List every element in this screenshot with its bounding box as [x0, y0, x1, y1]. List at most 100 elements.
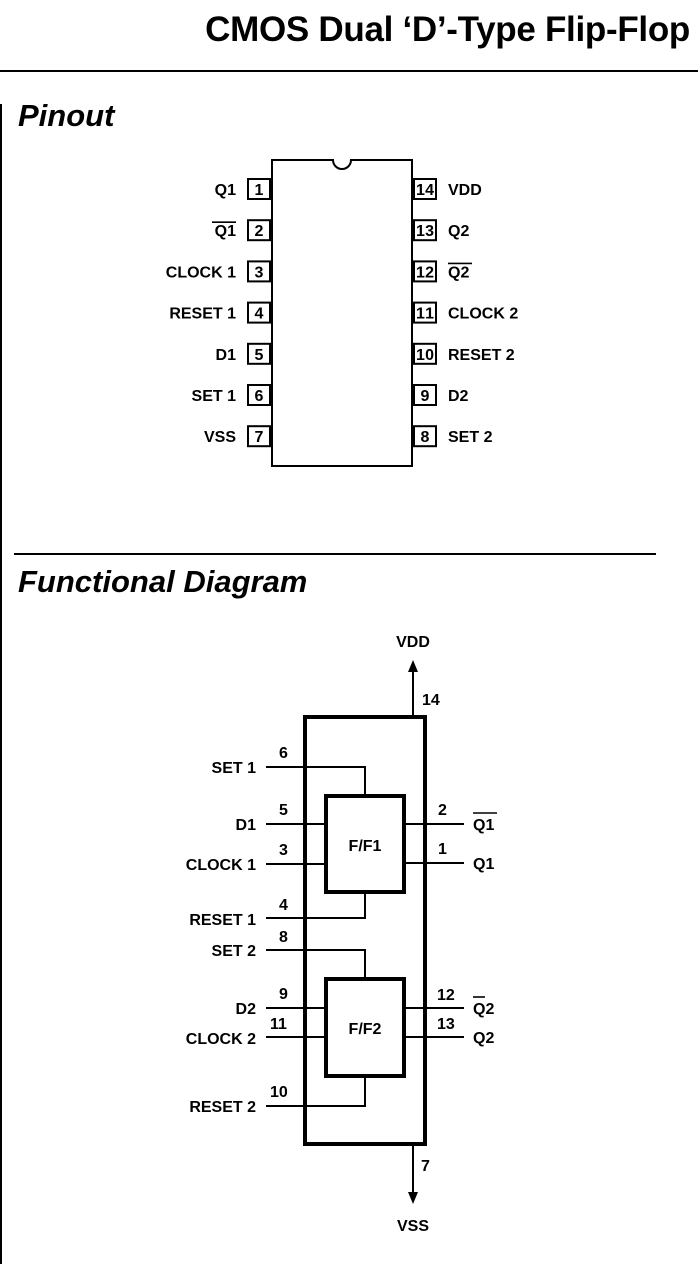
pin-number: 10 — [416, 347, 434, 364]
ff1-set-pin-number: 6 — [279, 745, 288, 762]
pin-number: 7 — [255, 429, 264, 446]
pin-box — [247, 219, 271, 242]
pin-label: SET 2 — [448, 429, 493, 446]
pin-label: RESET 2 — [448, 347, 515, 364]
ff1-reset-label: RESET 1 — [189, 912, 256, 929]
pin-label: Q2 — [448, 264, 469, 281]
ff1-set-label: SET 1 — [212, 760, 257, 777]
pin-14: 14 VDD — [413, 178, 482, 200]
pin-label: Q1 — [215, 182, 236, 199]
ic-package-outline — [271, 159, 413, 467]
pin-number: 13 — [416, 223, 434, 240]
pin-box — [247, 178, 271, 200]
pin-label: D2 — [448, 388, 469, 405]
pin-7: 7 VSS — [204, 425, 271, 448]
pin-9: 9 D2 — [413, 384, 469, 406]
pin-label: VDD — [448, 182, 482, 199]
pin-box — [413, 178, 437, 200]
pin-box — [413, 342, 437, 365]
ff1-qbar-label: Q1 — [473, 817, 494, 834]
ff2-qbar-label: Q2 — [473, 1001, 494, 1018]
pin-label: Q1 — [215, 223, 236, 240]
pin-label: RESET 1 — [169, 306, 236, 323]
ff2-set-wire — [266, 949, 366, 979]
pin-label: SET 1 — [192, 388, 237, 405]
vdd-label: VDD — [396, 634, 430, 651]
left-border — [0, 104, 2, 1264]
ff1-q-label: Q1 — [473, 856, 494, 873]
ff1-d-label: D1 — [236, 817, 257, 834]
ff1-d-pin-number: 5 — [279, 802, 288, 819]
ff1-clock-label: CLOCK 1 — [186, 857, 256, 874]
pin-6: 6 SET 1 — [192, 384, 271, 406]
ff2-label: F/F2 — [349, 1021, 382, 1038]
pin-label: Q2 — [448, 223, 469, 240]
page-title: CMOS Dual ‘D’-Type Flip-Flop — [205, 10, 690, 49]
vss-arrow-icon — [408, 1192, 418, 1204]
pin-number: 5 — [255, 347, 264, 364]
pin-box — [247, 301, 271, 324]
pin-box — [247, 342, 271, 365]
ff2-clock-label: CLOCK 2 — [186, 1031, 256, 1048]
pinout-heading: Pinout — [18, 98, 115, 133]
top-rule — [0, 70, 698, 72]
ff2-q-pin-number: 13 — [437, 1016, 455, 1033]
ff2-d-pin-number: 9 — [279, 986, 288, 1003]
pin-box — [247, 425, 271, 448]
pin-box — [247, 384, 271, 406]
pin-label: CLOCK 1 — [166, 264, 236, 281]
pin-number: 6 — [255, 388, 264, 405]
vss-label: VSS — [397, 1218, 429, 1235]
chip-outline — [303, 715, 427, 1146]
pin-number: 8 — [421, 429, 430, 446]
ff1-reset-pin-number: 4 — [279, 897, 288, 914]
pin-box — [247, 260, 271, 283]
pin-box — [413, 301, 437, 324]
pin-5: 5 D1 — [216, 342, 271, 365]
pin-4: 4 RESET 1 — [169, 301, 271, 324]
pin-1: 1 Q1 — [215, 178, 271, 200]
pin-label: VSS — [204, 429, 236, 446]
ff2-set-label: SET 2 — [212, 943, 257, 960]
ff1-set-wire — [266, 766, 366, 796]
ff2-q-label: Q2 — [473, 1030, 494, 1047]
ff2-reset-wire — [266, 1076, 366, 1107]
pin-number: 4 — [255, 306, 264, 323]
ff1-qbar-pin-number: 2 — [438, 802, 447, 819]
pin-10: 10 RESET 2 — [413, 342, 515, 365]
pin-3: 3 CLOCK 1 — [166, 260, 271, 283]
pin-number: 11 — [416, 306, 434, 323]
ff1-clock-pin-number: 3 — [279, 842, 288, 859]
pin-number: 9 — [421, 388, 430, 405]
pin-number: 14 — [416, 182, 434, 199]
pin-12: 12 Q2 — [413, 260, 472, 283]
pin-box — [413, 384, 437, 406]
pin-8: 8 SET 2 — [413, 425, 493, 448]
pin-label: D1 — [216, 347, 237, 364]
ff2-reset-pin-number: 10 — [270, 1084, 288, 1101]
functional-diagram-heading: Functional Diagram — [18, 564, 308, 599]
pin-box — [413, 425, 437, 448]
ff2-qbar-pin-number: 12 — [437, 987, 455, 1004]
ff2-d-label: D2 — [236, 1001, 257, 1018]
pin-2: 2 Q1 — [212, 219, 271, 242]
pin-number: 1 — [255, 182, 264, 199]
ff1-q-pin-number: 1 — [438, 841, 447, 858]
ff2-set-pin-number: 8 — [279, 929, 288, 946]
vdd-arrow-icon — [408, 660, 418, 672]
vss-pin-number: 7 — [421, 1158, 430, 1175]
pin-number: 12 — [416, 264, 434, 281]
vdd-pin-number: 14 — [422, 692, 440, 709]
pin-13: 13 Q2 — [413, 219, 469, 242]
ff1-reset-wire — [266, 892, 366, 919]
section-divider — [14, 553, 656, 555]
pin-box — [413, 260, 437, 283]
pin-number: 2 — [255, 223, 264, 240]
pin-box — [413, 219, 437, 242]
ff2-reset-label: RESET 2 — [189, 1099, 256, 1116]
pin-number: 3 — [255, 264, 264, 281]
ff2-clock-pin-number: 11 — [270, 1016, 287, 1033]
